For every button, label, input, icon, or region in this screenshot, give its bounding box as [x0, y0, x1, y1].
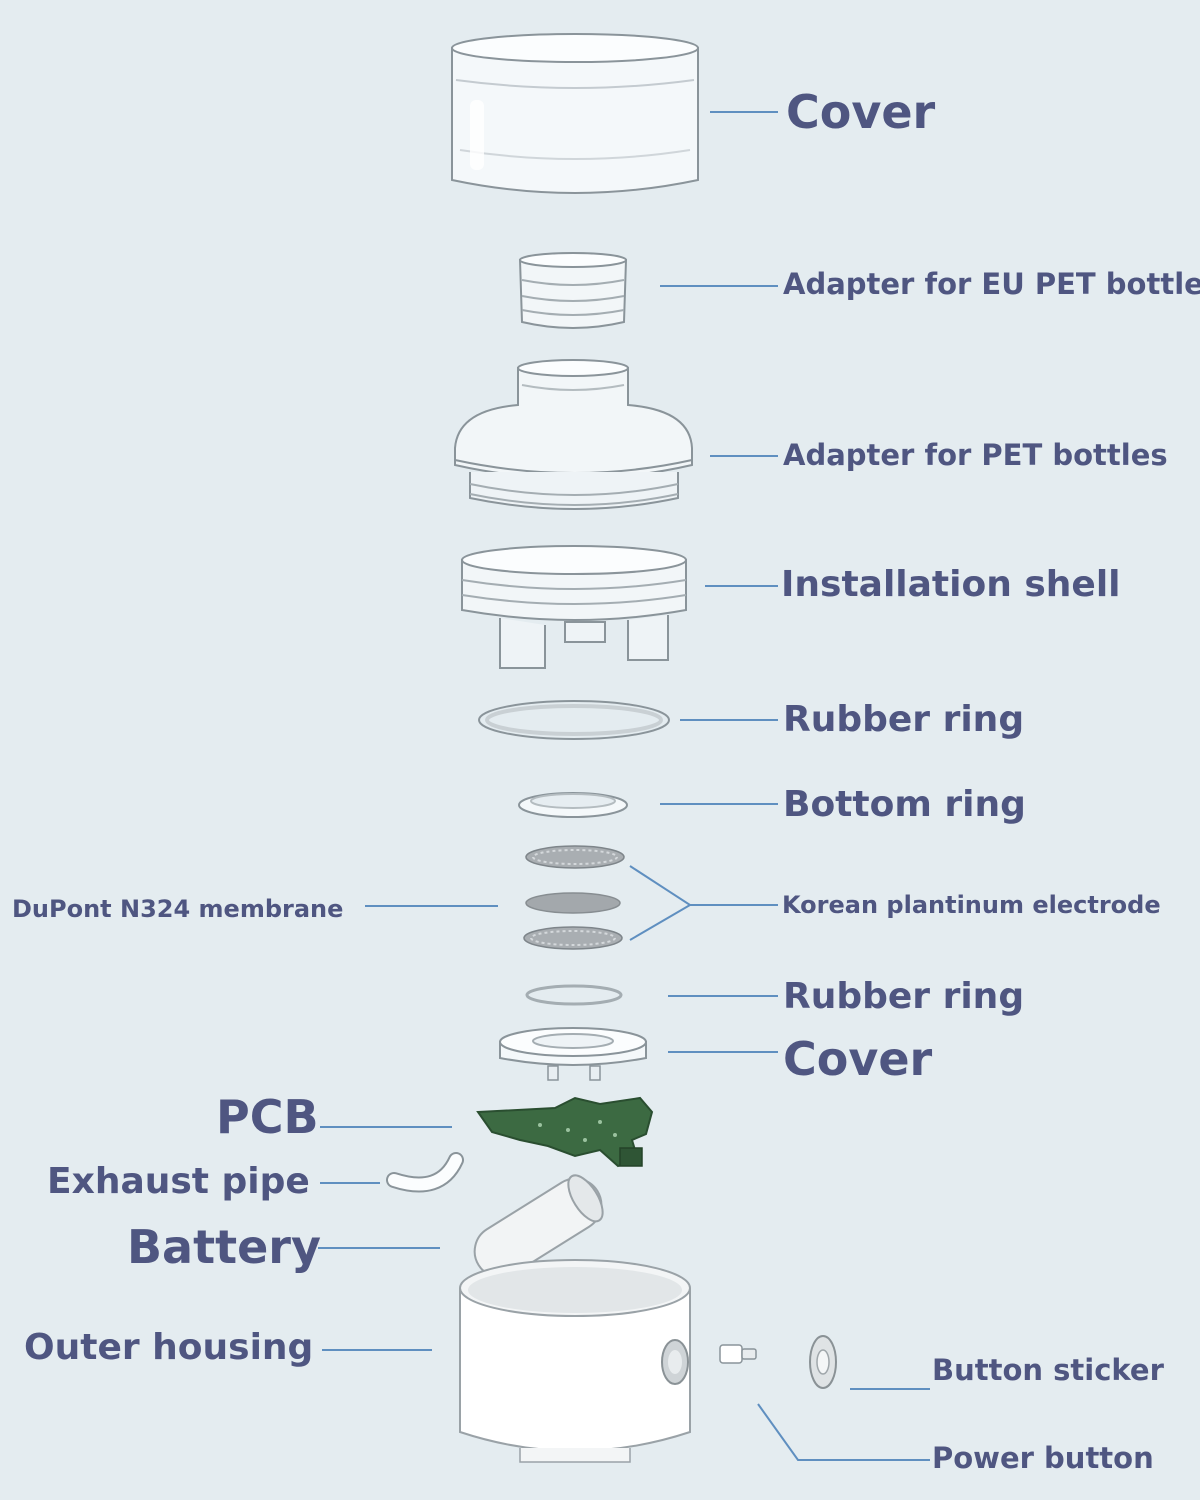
- label-battery: Battery: [127, 1220, 321, 1274]
- rubber-ring-bottom-part: [525, 984, 623, 1006]
- label-dupont-membrane: DuPont N324 membrane: [12, 895, 344, 923]
- label-platinum-electrode: Korean plantinum electrode: [782, 891, 1161, 919]
- rubber-ring-top-part: [478, 700, 670, 740]
- adapter-pet-part: [454, 359, 693, 510]
- label-exhaust-pipe: Exhaust pipe: [47, 1161, 310, 1202]
- power-button-part: [719, 1344, 757, 1364]
- label-installation-shell: Installation shell: [781, 564, 1121, 605]
- installation-shell-part: [461, 545, 687, 669]
- platinum-electrode-leader: [629, 865, 778, 941]
- power-button-leader: [757, 1403, 930, 1461]
- label-rubber-ring-top: Rubber ring: [783, 699, 1025, 740]
- cover-bottom-part: [499, 1027, 647, 1081]
- label-button-sticker: Button sticker: [932, 1353, 1164, 1387]
- label-pcb: PCB: [216, 1090, 319, 1144]
- label-adapter-pet: Adapter for PET bottles: [783, 438, 1168, 472]
- electrode-mesh-bottom-part: [523, 926, 623, 950]
- pcb-part: [476, 1096, 654, 1168]
- label-adapter-eu: Adapter for EU PET bottles: [783, 267, 1200, 301]
- outer-housing-part: [459, 1259, 691, 1463]
- label-power-button: Power button: [932, 1441, 1154, 1475]
- label-cover-bottom: Cover: [783, 1032, 933, 1086]
- battery-part: [473, 1174, 604, 1279]
- label-outer-housing: Outer housing: [24, 1327, 314, 1368]
- label-rubber-ring-bottom: Rubber ring: [783, 976, 1025, 1017]
- exhaust-pipe-part: [386, 1152, 464, 1193]
- dupont-membrane-part: [525, 892, 621, 914]
- cover-top-part: [451, 33, 699, 194]
- bottom-ring-part: [518, 792, 628, 818]
- label-bottom-ring: Bottom ring: [783, 784, 1026, 825]
- label-cover-top: Cover: [786, 85, 936, 139]
- button-sticker-part: [809, 1335, 837, 1389]
- adapter-eu-part: [518, 252, 628, 329]
- electrode-mesh-top-part: [525, 845, 625, 869]
